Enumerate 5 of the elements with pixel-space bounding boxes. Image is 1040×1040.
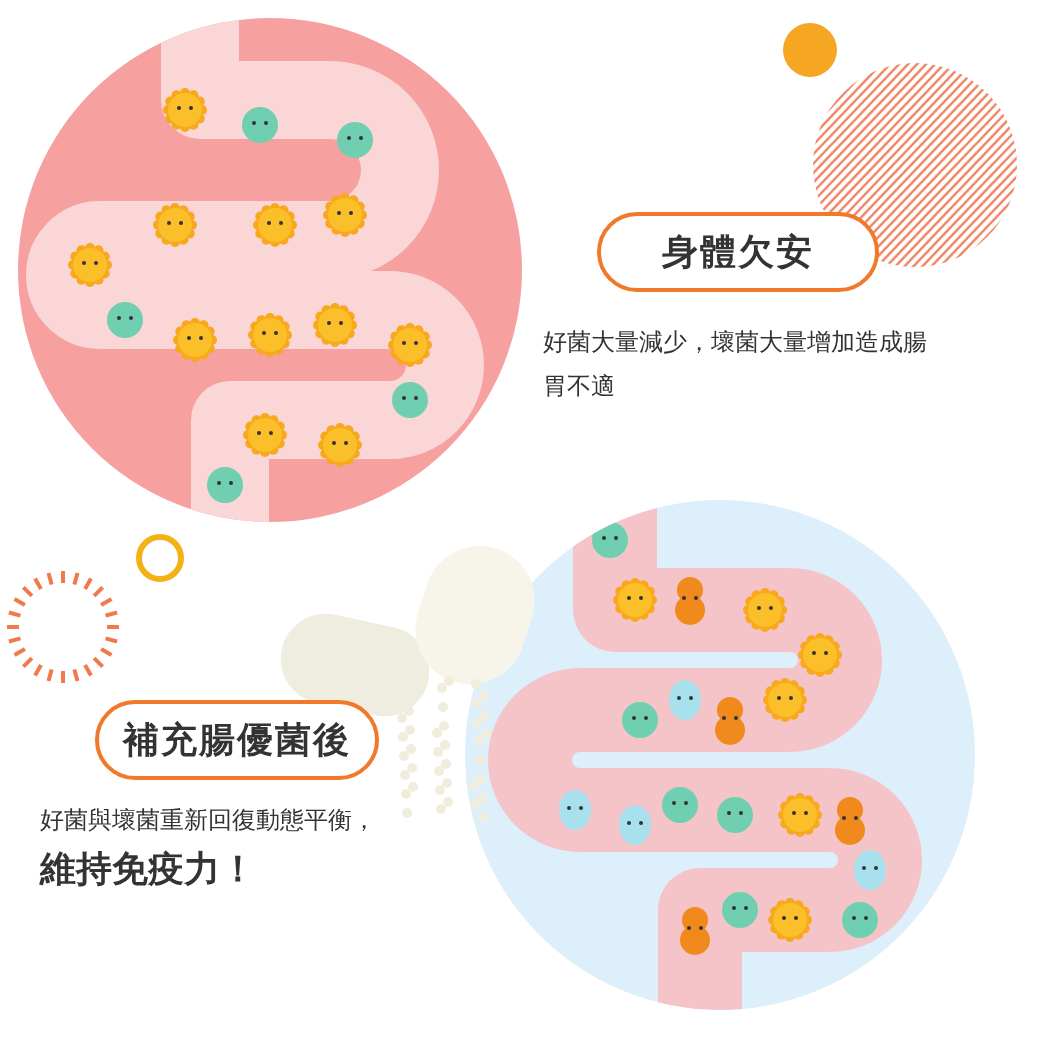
heading-badge: 補充腸優菌後 (95, 700, 379, 780)
emphasis-text: 維持免疫力！ (40, 847, 257, 891)
paragraph: 好菌大量減少，壞菌大量增加造成腸胃不適 (543, 327, 928, 402)
heading-badge: 身體欠安 (597, 212, 879, 292)
paragraph: 好菌與壞菌重新回復動態平衡， (40, 805, 377, 836)
